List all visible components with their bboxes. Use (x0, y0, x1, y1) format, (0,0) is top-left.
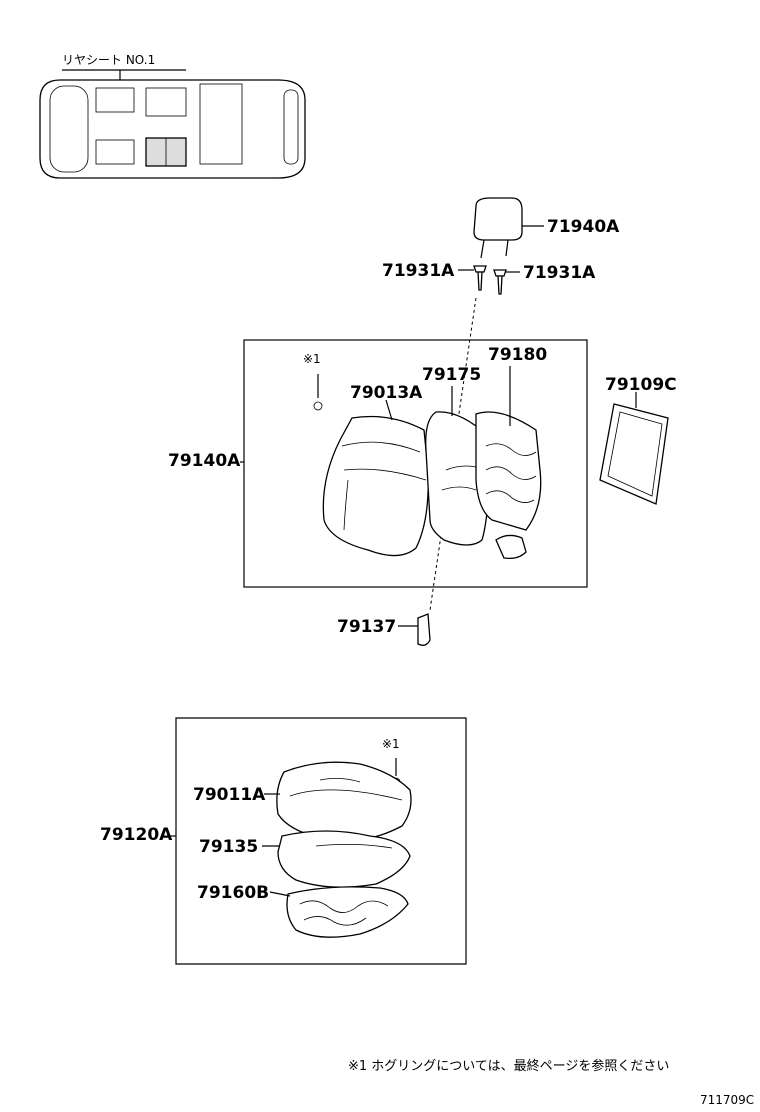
seat-cushion-frame (286, 886, 409, 938)
label-support-left: 71931A (382, 261, 455, 281)
seat-back-group: 71940A 71931A 71931A ※1 79013A (168, 197, 677, 646)
label-cushion-assy: 79120A (100, 825, 173, 845)
hog-ring-mark-cushion: ※1 (382, 737, 400, 751)
seat-back-cover (322, 415, 429, 557)
hog-ring-mark-back: ※1 (303, 352, 321, 366)
seat-cushion-cover (276, 761, 412, 842)
label-support-right: 71931A (523, 263, 596, 283)
label-back-board: 79109C (605, 375, 677, 395)
seat-cushion-group: ※1 79011A 79135 79160B 79120A (100, 717, 467, 965)
label-back-pad: 79175 (422, 365, 481, 385)
seat-back-board (599, 392, 669, 505)
label-guide: 79137 (337, 617, 396, 637)
label-back-assy: 79140A (168, 451, 241, 471)
seat-back-assy-box (243, 339, 588, 588)
label-cushion-frame: 79160B (197, 883, 269, 903)
seat-back-frame (475, 411, 542, 560)
label-headrest: 71940A (547, 217, 620, 237)
headrest-supports (458, 265, 520, 295)
seat-cushion-pad (277, 830, 411, 888)
locator-title: リヤシート NO.1 (62, 53, 155, 67)
vehicle-outline (39, 79, 306, 179)
headrest-guide (398, 613, 431, 646)
footer-note: ※1 ホグリングについては、最終ページを参照ください (348, 1058, 669, 1074)
vehicle-locator: リヤシート NO.1 (39, 53, 306, 179)
diagram-code: 711709C (700, 1093, 754, 1107)
label-cushion-pad: 79135 (199, 837, 258, 857)
label-back-frame: 79180 (488, 345, 547, 365)
seat-cushion-assy-box (175, 717, 467, 965)
label-cushion-cover: 79011A (193, 785, 266, 805)
headrest (473, 197, 544, 259)
label-back-cover: 79013A (350, 383, 423, 403)
